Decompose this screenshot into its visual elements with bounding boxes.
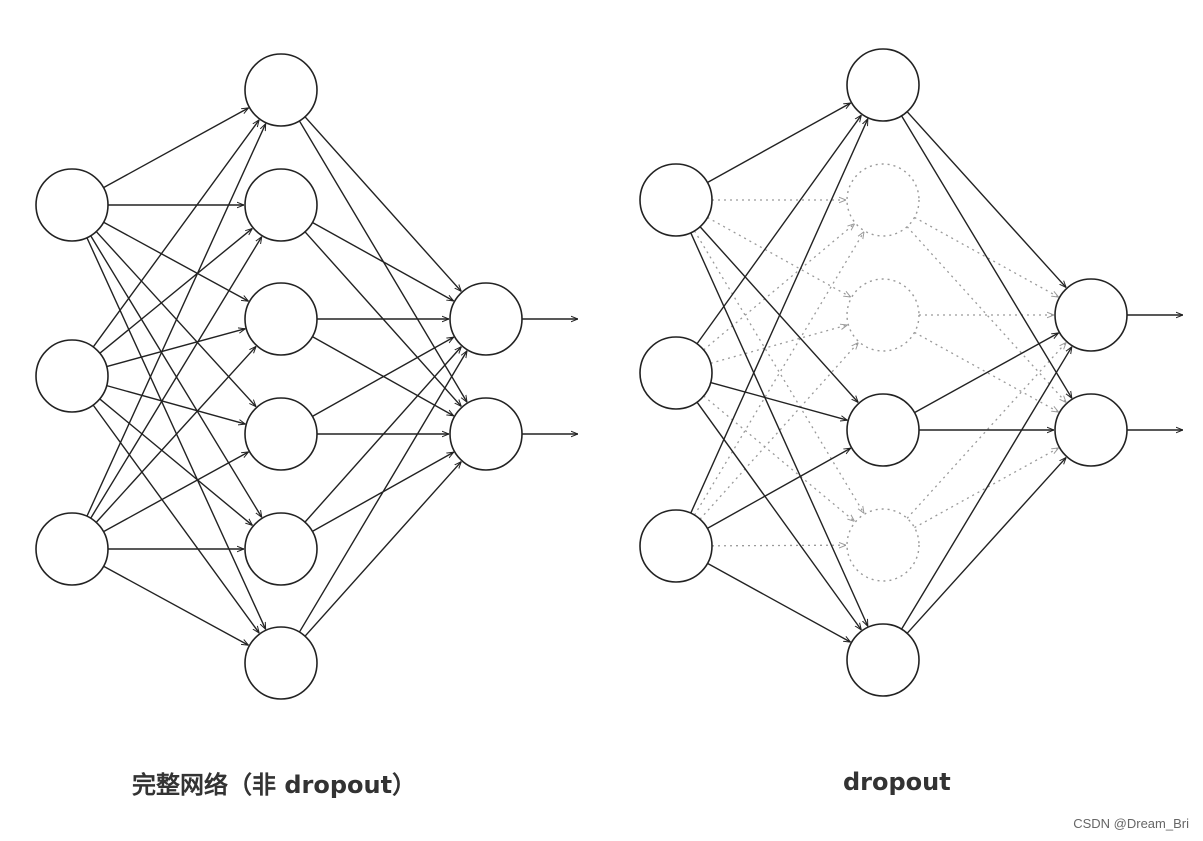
connection-input-2-hidden-2 xyxy=(703,224,855,351)
connection-input-3-hidden-5 xyxy=(711,545,846,546)
output-neuron-2 xyxy=(449,397,523,471)
input-neuron-1 xyxy=(639,163,713,237)
connection-input-3-hidden-6 xyxy=(103,565,249,645)
connection-hidden-6-output-2 xyxy=(906,457,1066,634)
input-neuron-1 xyxy=(35,168,109,242)
dropped-hidden-neuron-3 xyxy=(846,278,920,352)
dropped-hidden-neuron-5 xyxy=(846,508,920,582)
connection-input-3-hidden-6 xyxy=(707,562,851,642)
connection-input-1-hidden-3 xyxy=(103,221,249,301)
input-neuron-2 xyxy=(639,336,713,410)
connection-hidden-5-output-1 xyxy=(304,347,461,523)
connection-input-1-hidden-6 xyxy=(690,232,869,626)
full-network-diagram xyxy=(35,53,578,700)
dropped-hidden-neuron-2 xyxy=(846,163,920,237)
hidden-neuron-3 xyxy=(244,282,318,356)
active-connections xyxy=(690,103,1183,642)
output-neuron-1 xyxy=(1054,278,1128,352)
connection-input-1-hidden-1 xyxy=(103,108,249,189)
dropout-caption: dropout xyxy=(843,768,951,796)
output-neuron-2 xyxy=(1054,393,1128,467)
connection-input-3-hidden-2 xyxy=(90,237,262,519)
connection-input-2-hidden-6 xyxy=(92,404,259,633)
connection-input-3-hidden-1 xyxy=(86,124,267,517)
connection-input-1-hidden-5 xyxy=(693,230,864,513)
dropout-network-diagram xyxy=(639,48,1183,697)
connection-input-2-hidden-4 xyxy=(710,381,848,421)
active-connections xyxy=(86,108,578,645)
connection-input-3-hidden-4 xyxy=(103,452,249,533)
hidden-neuron-1 xyxy=(846,48,920,122)
hidden-neuron-5 xyxy=(244,512,318,586)
connection-hidden-6-output-1 xyxy=(298,351,467,633)
hidden-neuron-4 xyxy=(244,397,318,471)
input-neuron-3 xyxy=(639,509,713,583)
neurons xyxy=(35,53,523,700)
input-neuron-3 xyxy=(35,512,109,586)
connection-input-3-hidden-1 xyxy=(690,119,869,514)
input-neuron-2 xyxy=(35,339,109,413)
connection-hidden-6-output-2 xyxy=(304,462,461,637)
full-network-caption: 完整网络（非 dropout） xyxy=(132,771,417,799)
connection-input-3-hidden-4 xyxy=(707,448,850,530)
connection-input-2-hidden-2 xyxy=(99,228,253,354)
connection-input-2-hidden-6 xyxy=(696,401,861,630)
connection-input-2-hidden-1 xyxy=(696,115,861,345)
hidden-neuron-2 xyxy=(244,168,318,242)
dropped-connections xyxy=(693,200,1066,546)
connection-input-2-hidden-1 xyxy=(92,120,259,348)
connection-hidden-1-output-1 xyxy=(906,111,1066,288)
connection-input-1-hidden-1 xyxy=(707,103,850,184)
connection-hidden-1-output-2 xyxy=(900,115,1072,398)
connection-input-2-hidden-3 xyxy=(710,325,848,364)
hidden-neuron-6 xyxy=(244,626,318,700)
hidden-neuron-6 xyxy=(846,623,920,697)
neurons xyxy=(639,48,1128,697)
connection-hidden-4-output-1 xyxy=(914,333,1059,414)
connection-input-3-hidden-3 xyxy=(95,346,256,523)
connection-input-2-hidden-5 xyxy=(99,398,253,525)
connection-hidden-1-output-1 xyxy=(304,116,461,292)
watermark: CSDN @Dream_Bri xyxy=(1073,816,1189,831)
connection-input-2-hidden-5 xyxy=(703,395,855,521)
output-neuron-1 xyxy=(449,282,523,356)
connection-input-3-hidden-2 xyxy=(693,232,864,516)
connection-hidden-6-output-1 xyxy=(900,347,1072,630)
connection-input-2-hidden-4 xyxy=(106,384,246,424)
hidden-neuron-1 xyxy=(244,53,318,127)
connection-input-2-hidden-3 xyxy=(106,329,246,368)
connection-hidden-4-output-1 xyxy=(312,337,453,417)
hidden-neuron-4 xyxy=(846,393,920,467)
connection-hidden-2-output-1 xyxy=(312,221,453,301)
